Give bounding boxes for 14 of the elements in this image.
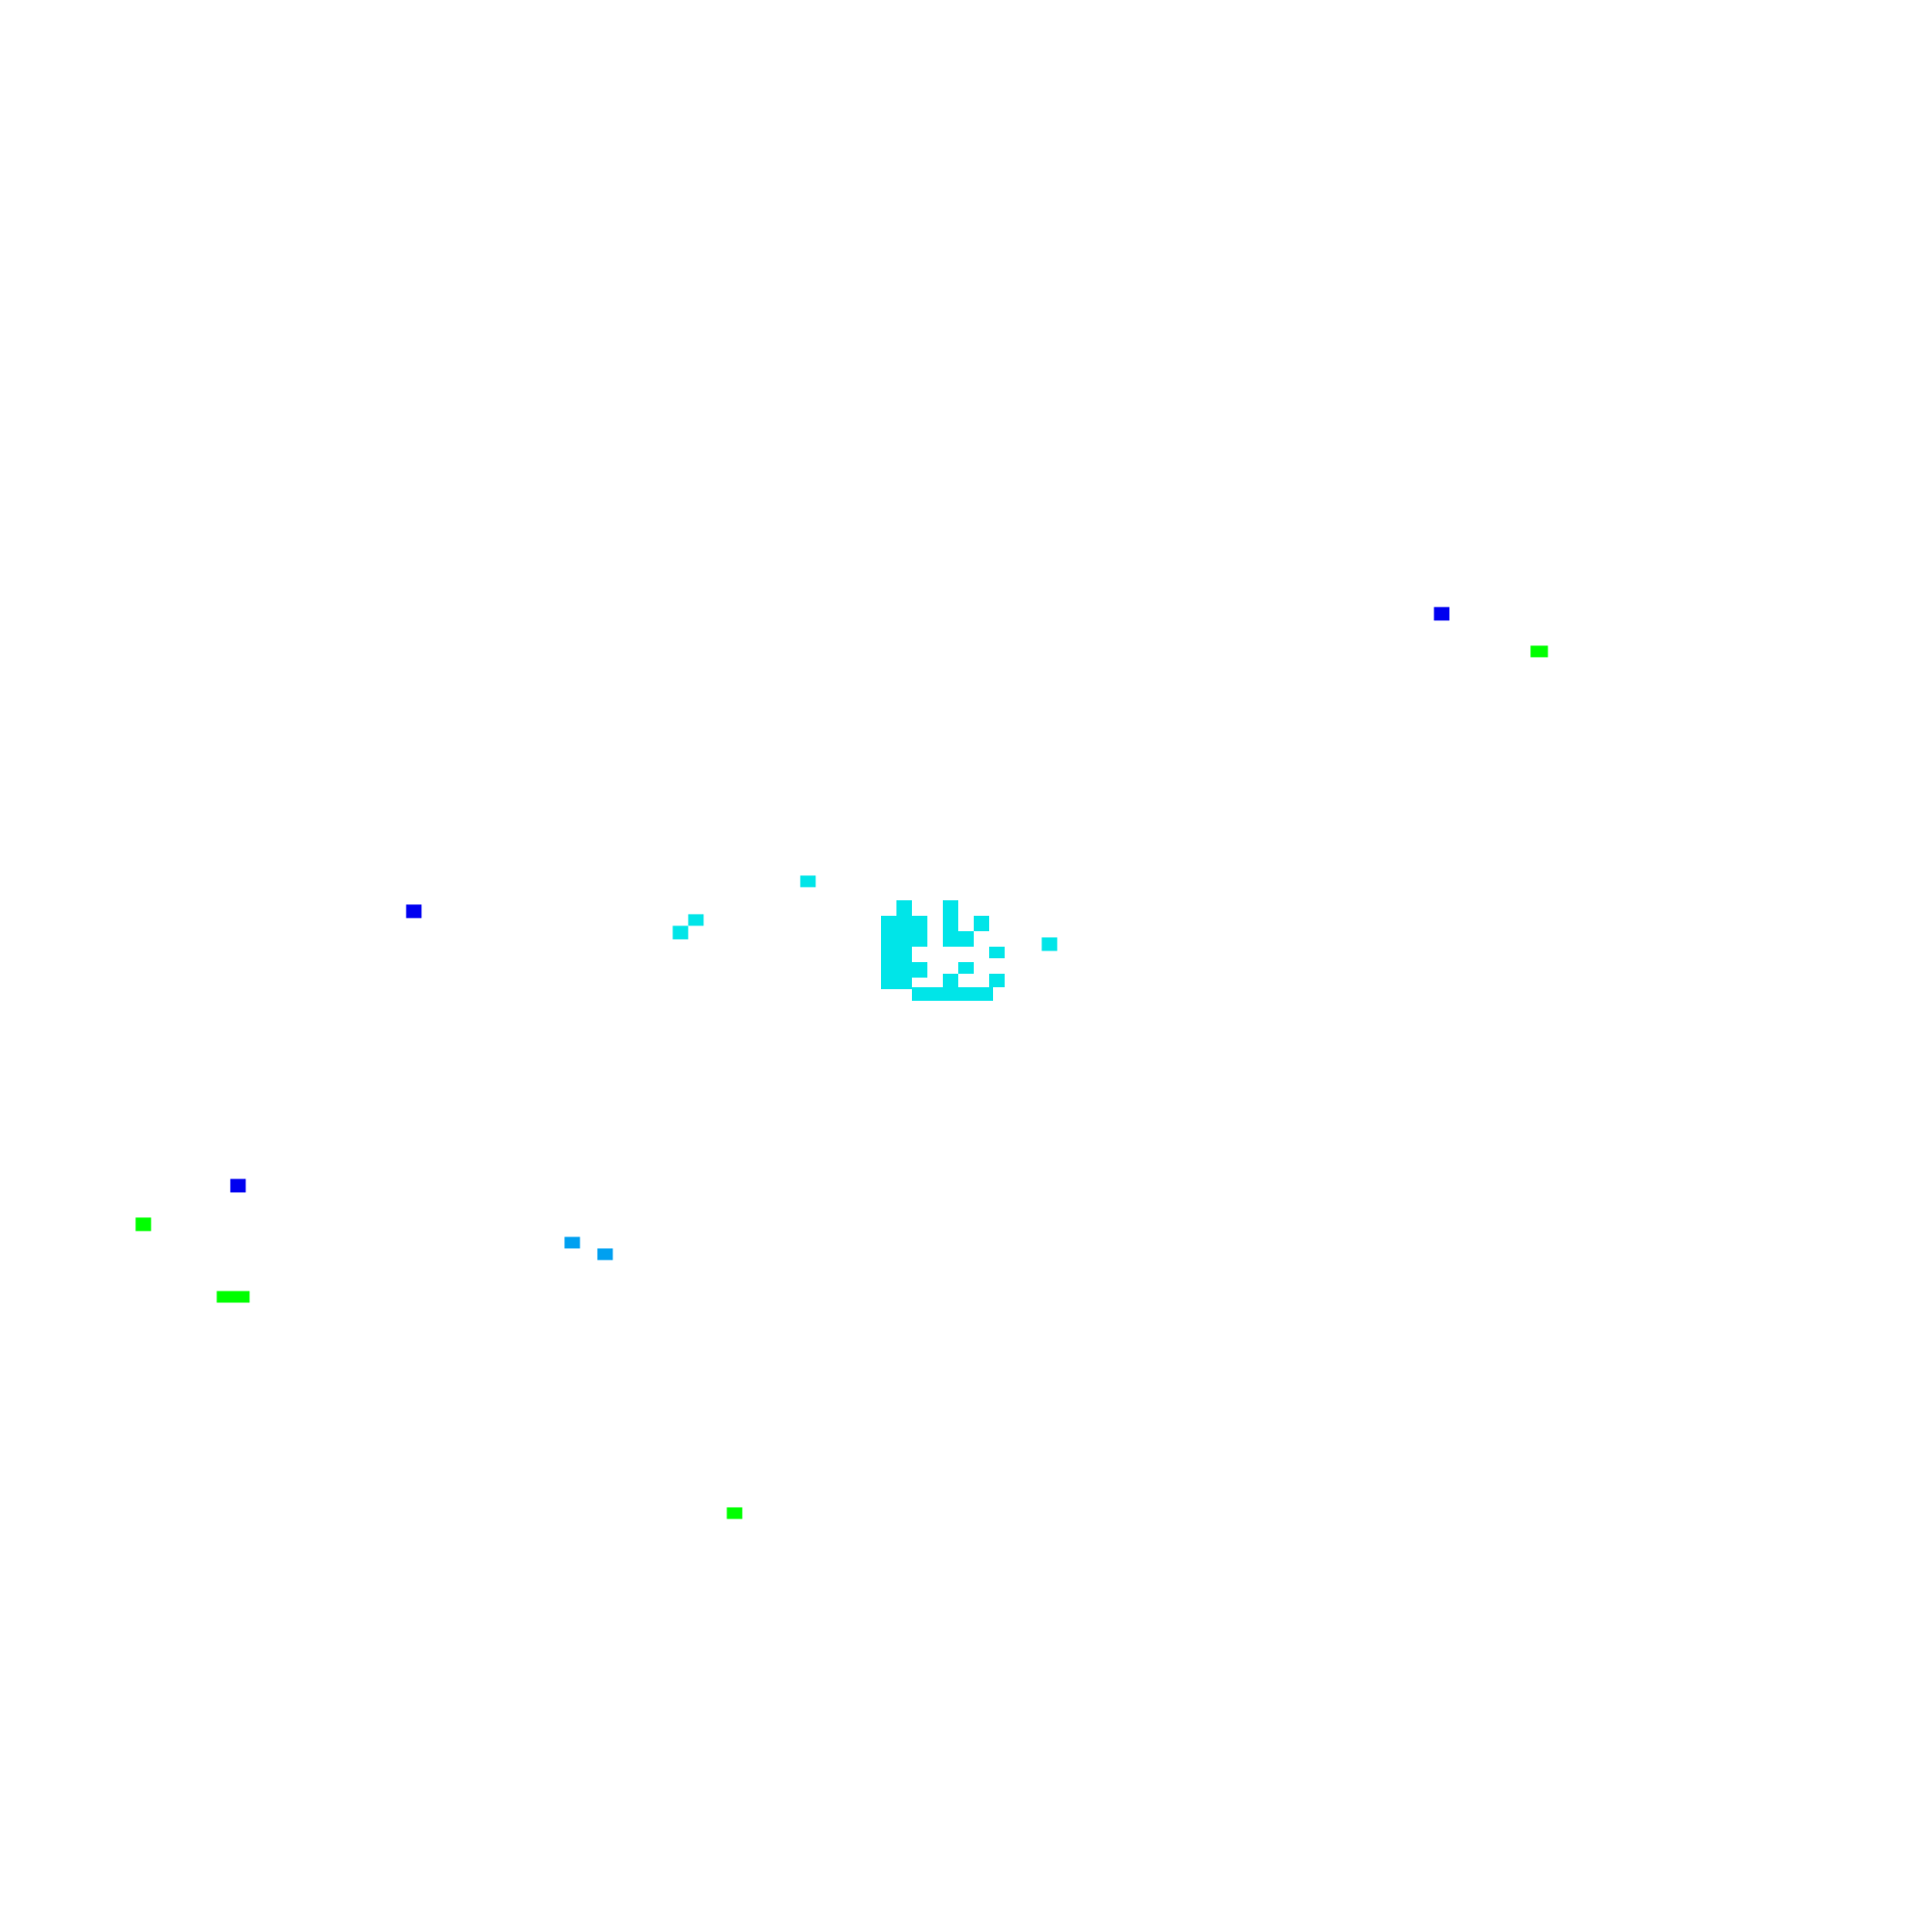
pixel-cluster-drawing (881, 900, 1005, 1001)
pixel-square (688, 914, 704, 926)
pixel-square (564, 1236, 581, 1249)
pixel-square (726, 1507, 743, 1520)
pixel-square (1041, 937, 1058, 952)
pixel-square (135, 1217, 152, 1232)
pixel-square (216, 1291, 250, 1303)
pixel-square (800, 875, 816, 888)
pixel-square (230, 1179, 246, 1193)
pixel-square (1530, 645, 1548, 658)
pixel-square (406, 904, 422, 919)
pixel-square (672, 925, 689, 940)
pixel-square (597, 1248, 613, 1261)
pixel-square (1434, 607, 1450, 621)
